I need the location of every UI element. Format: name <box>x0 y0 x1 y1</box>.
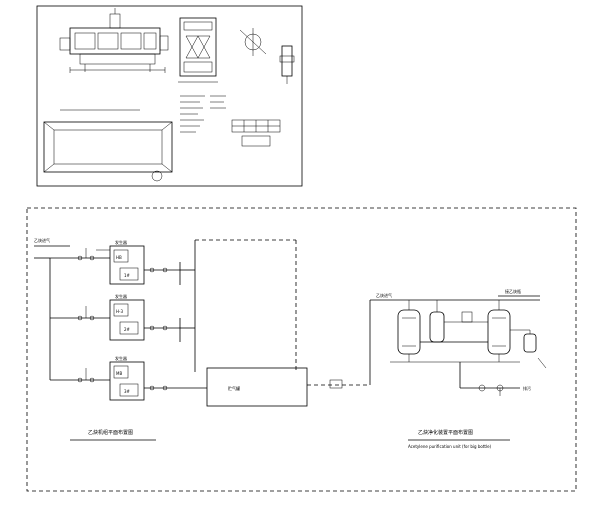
unit-1-lower-label: 1# <box>124 273 131 278</box>
purifier-vessel-4 <box>523 333 537 353</box>
generator-1-box <box>109 245 145 285</box>
right-inlet-label: 乙炔进气 <box>376 292 392 298</box>
purifier-vessel-2 <box>429 311 445 343</box>
right-caption: 乙炔净化装置平面布置图 <box>418 429 473 436</box>
right-outlet-label: 接乙炔瓶 <box>505 288 521 294</box>
generator-3-box <box>109 361 145 401</box>
generator-unit-1: 发生器 HB 1# <box>70 239 181 285</box>
upper-drawing-sheet <box>36 5 303 187</box>
gas-storage-tank: 贮气罐 <box>206 366 371 407</box>
storage-tank-label: 贮气罐 <box>228 385 240 391</box>
detail-view <box>239 28 267 56</box>
main-sheet-border <box>26 207 577 492</box>
unit-2-lower-label: 2# <box>124 327 131 332</box>
collector-piping <box>180 239 297 389</box>
unit-2-box-label: H-3 <box>116 309 123 314</box>
unit-2-top-label: 发生器 <box>115 293 127 299</box>
left-caption: 乙炔机组平面布置图 <box>88 429 133 436</box>
machine-side-view <box>59 8 169 73</box>
machine-front-view <box>178 17 218 83</box>
purification-unit: 乙炔进气 接乙炔瓶 <box>369 288 547 396</box>
unit-3-top-label: 发生器 <box>115 355 127 361</box>
storage-tank-box <box>206 367 308 407</box>
generator-unit-2: 发生器 H-3 2# <box>70 293 181 342</box>
main-drawing-sheet: 乙炔进气 发生器 HB 1# <box>26 207 577 492</box>
upper-sheet-border <box>36 5 303 187</box>
right-caption-sub: Acetylene purification unit (for big bot… <box>408 444 492 449</box>
generator-2-box <box>109 299 145 341</box>
unit-3-box-label: MB <box>116 371 122 376</box>
captions: 乙炔机组平面布置图 乙炔净化装置平面布置图 Acetylene purifica… <box>70 429 510 449</box>
unit-3-lower-label: 3# <box>124 389 131 394</box>
unit-1-top-label: 发生器 <box>115 239 127 245</box>
base-plan-view <box>43 109 173 182</box>
right-drain-label: 排污 <box>523 385 531 391</box>
unit-1-box-label: HB <box>116 255 122 260</box>
generator-unit-3: 发生器 MB 3# <box>70 355 190 401</box>
notes-and-table <box>180 95 281 147</box>
left-inlet-label: 乙炔进气 <box>34 237 50 243</box>
inlet-header: 乙炔进气 <box>34 237 70 381</box>
purifier-vessel-3 <box>487 309 511 355</box>
column-component <box>279 45 295 84</box>
purifier-vessel-1 <box>397 309 421 355</box>
